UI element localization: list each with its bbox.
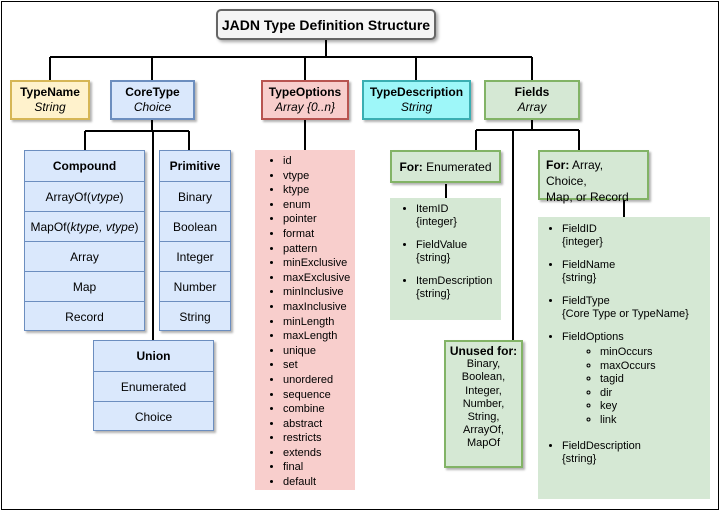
option-item-vtype: vtype [283, 169, 355, 184]
coretype-label: CoreType [125, 85, 180, 99]
for-enumerated-prefix: For: [399, 159, 423, 174]
enum-item-itemdescription: ItemDescription{string} [416, 275, 501, 301]
compound-item-arrayof: ArrayOf(vtype) [25, 181, 144, 211]
primitive-item-number: Number [160, 271, 230, 301]
field-item-fieldtype: FieldType{Core Type or TypeName} [562, 295, 710, 321]
option-item-set: set [283, 358, 355, 373]
option-item-combine: combine [283, 402, 355, 417]
unused-item: Number, [462, 397, 505, 410]
field-option-tagid: tagid [600, 373, 710, 387]
fields-type: Array [517, 100, 547, 114]
typedescription-box: TypeDescription String [362, 80, 471, 120]
field-item-fieldoptions: FieldOptions minOccursmaxOccurstagiddirk… [562, 331, 710, 428]
for-array-line1: Array, Choice, [546, 158, 604, 188]
option-item-id: id [283, 154, 355, 169]
primitive-item-string: String [160, 301, 230, 331]
coretype-box: CoreType Choice [110, 80, 195, 120]
unused-item: String, [467, 411, 500, 424]
for-enumerated-text: Enumerated [426, 159, 492, 174]
enum-item-fieldvalue: FieldValue{string} [416, 239, 501, 265]
option-item-enum: enum [283, 198, 355, 213]
compound-item-mapof: MapOf(ktype, vtype) [25, 211, 144, 241]
for-array-line2: Map, or Record [546, 190, 629, 204]
enumerated-items-list: ItemID{integer} FieldValue{string} ItemD… [390, 198, 501, 320]
option-item-minlength: minLength [283, 315, 355, 330]
union-item-choice: Choice [94, 401, 213, 431]
for-array-prefix: For: [546, 158, 570, 172]
typeoptions-box: TypeOptions Array {0..n} [261, 80, 349, 120]
option-item-pointer: pointer [283, 212, 355, 227]
primitive-header: Primitive [169, 159, 221, 173]
union-item-enumerated: Enumerated [94, 371, 213, 401]
unused-item: Integer, [465, 384, 502, 397]
unused-for-box: Unused for: Binary, Boolean, Integer, Nu… [444, 340, 523, 468]
option-item-final: final [283, 460, 355, 475]
primitive-item-binary: Binary [160, 181, 230, 211]
compound-item-map: Map [25, 271, 144, 301]
field-items-list: FieldID{integer} FieldName{string} Field… [538, 217, 710, 499]
fields-box: Fields Array [484, 80, 580, 120]
typename-label: TypeName [20, 85, 80, 99]
typedescription-label: TypeDescription [369, 85, 464, 99]
unused-item: Binary, [466, 358, 501, 371]
compound-table: Compound ArrayOf(vtype) MapOf(ktype, vty… [24, 150, 145, 331]
field-option-maxoccurs: maxOccurs [600, 360, 710, 374]
option-item-maxinclusive: maxInclusive [283, 300, 355, 315]
fields-label: Fields [514, 85, 550, 99]
unused-item: Boolean, [461, 371, 506, 384]
option-item-mininclusive: minInclusive [283, 285, 355, 300]
primitive-item-boolean: Boolean [160, 211, 230, 241]
primitive-item-integer: Integer [160, 241, 230, 271]
compound-header: Compound [52, 159, 117, 173]
union-header: Union [136, 349, 171, 363]
option-item-maxlength: maxLength [283, 329, 355, 344]
diagram-title: JADN Type Definition Structure [216, 9, 436, 40]
field-item-fielddescription: FieldDescription{string} [562, 440, 710, 466]
field-option-key: key [600, 400, 710, 414]
option-item-unordered: unordered [283, 373, 355, 388]
field-item-fieldid: FieldID{integer} [562, 223, 710, 249]
unused-item: MapOf [466, 437, 500, 450]
typeoptions-type: Array {0..n} [274, 100, 336, 114]
compound-item-record: Record [25, 301, 144, 331]
union-table: Union Enumerated Choice [93, 340, 214, 431]
coretype-type: Choice [133, 100, 172, 114]
option-item-format: format [283, 227, 355, 242]
for-array-box: For: Array, Choice, Map, or Record [538, 150, 649, 204]
typename-box: TypeName String [10, 80, 90, 120]
option-item-default: default [283, 475, 355, 490]
option-item-unique: unique [283, 344, 355, 359]
option-item-pattern: pattern [283, 242, 355, 257]
option-item-maxexclusive: maxExclusive [283, 271, 355, 286]
typeoptions-label: TypeOptions [268, 85, 342, 99]
field-option-minoccurs: minOccurs [600, 346, 710, 360]
field-item-fieldname: FieldName{string} [562, 259, 710, 285]
primitive-table: Primitive Binary Boolean Integer Number … [159, 150, 231, 331]
enum-item-itemid: ItemID{integer} [416, 203, 501, 229]
option-item-ktype: ktype [283, 183, 355, 198]
unused-item: ArrayOf, [463, 424, 504, 437]
typeoptions-list: idvtypektypeenumpointerformatpatternminE… [255, 150, 355, 490]
compound-item-array: Array [25, 241, 144, 271]
unused-for-header: Unused for: [449, 344, 518, 358]
option-item-abstract: abstract [283, 417, 355, 432]
for-enumerated-box: For: Enumerated [390, 150, 501, 183]
field-option-link: link [600, 414, 710, 428]
typename-type: String [34, 100, 66, 114]
typedescription-type: String [400, 100, 433, 114]
option-item-extends: extends [283, 446, 355, 461]
option-item-restricts: restricts [283, 431, 355, 446]
option-item-minexclusive: minExclusive [283, 256, 355, 271]
field-option-dir: dir [600, 387, 710, 401]
option-item-sequence: sequence [283, 388, 355, 403]
